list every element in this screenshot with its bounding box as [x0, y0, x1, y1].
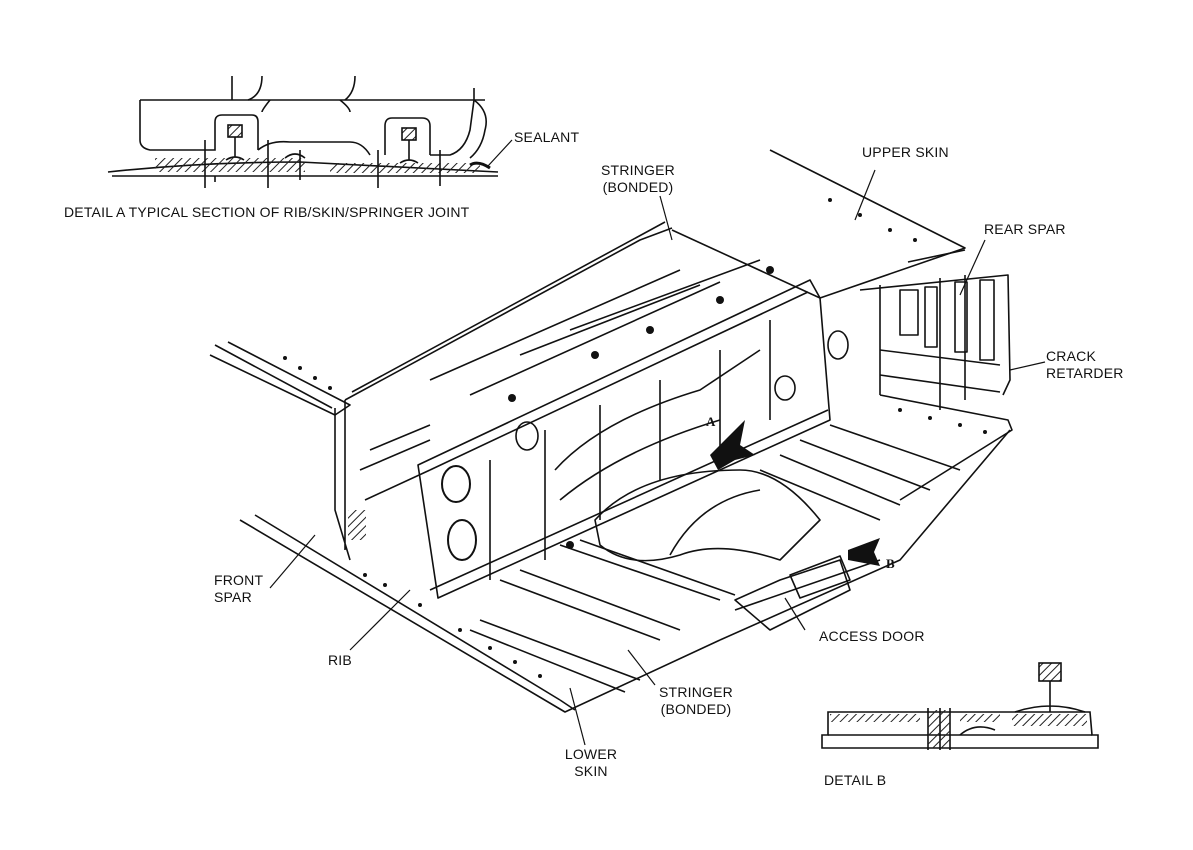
- upper-skin-label: UPPER SKIN: [862, 144, 949, 160]
- leader-lines: [269, 169, 1046, 746]
- detail-arrows: [710, 420, 880, 566]
- detail-b-drawing: [821, 662, 1099, 750]
- stringer-bottom-label: STRINGER(BONDED): [659, 684, 733, 717]
- detail-a-caption: DETAIL A TYPICAL SECTION OF RIB/SKIN/SPR…: [64, 204, 470, 220]
- access-door-label: ACCESS DOOR: [819, 628, 925, 644]
- stringer-top-label: STRINGER(BONDED): [601, 162, 675, 195]
- detail-a-arrow: [710, 420, 755, 470]
- detail-b-caption: DETAIL B: [824, 772, 887, 788]
- sealant-label: SEALANT: [514, 129, 580, 145]
- rear-spar-label: REAR SPAR: [984, 221, 1066, 237]
- wing-box-structure: [209, 149, 1013, 713]
- detail-b-arrow: [848, 538, 880, 566]
- marker-a: A: [706, 414, 716, 429]
- marker-b: B: [886, 556, 895, 571]
- detail-a-drawing: [107, 75, 513, 188]
- rib-label: RIB: [328, 652, 352, 668]
